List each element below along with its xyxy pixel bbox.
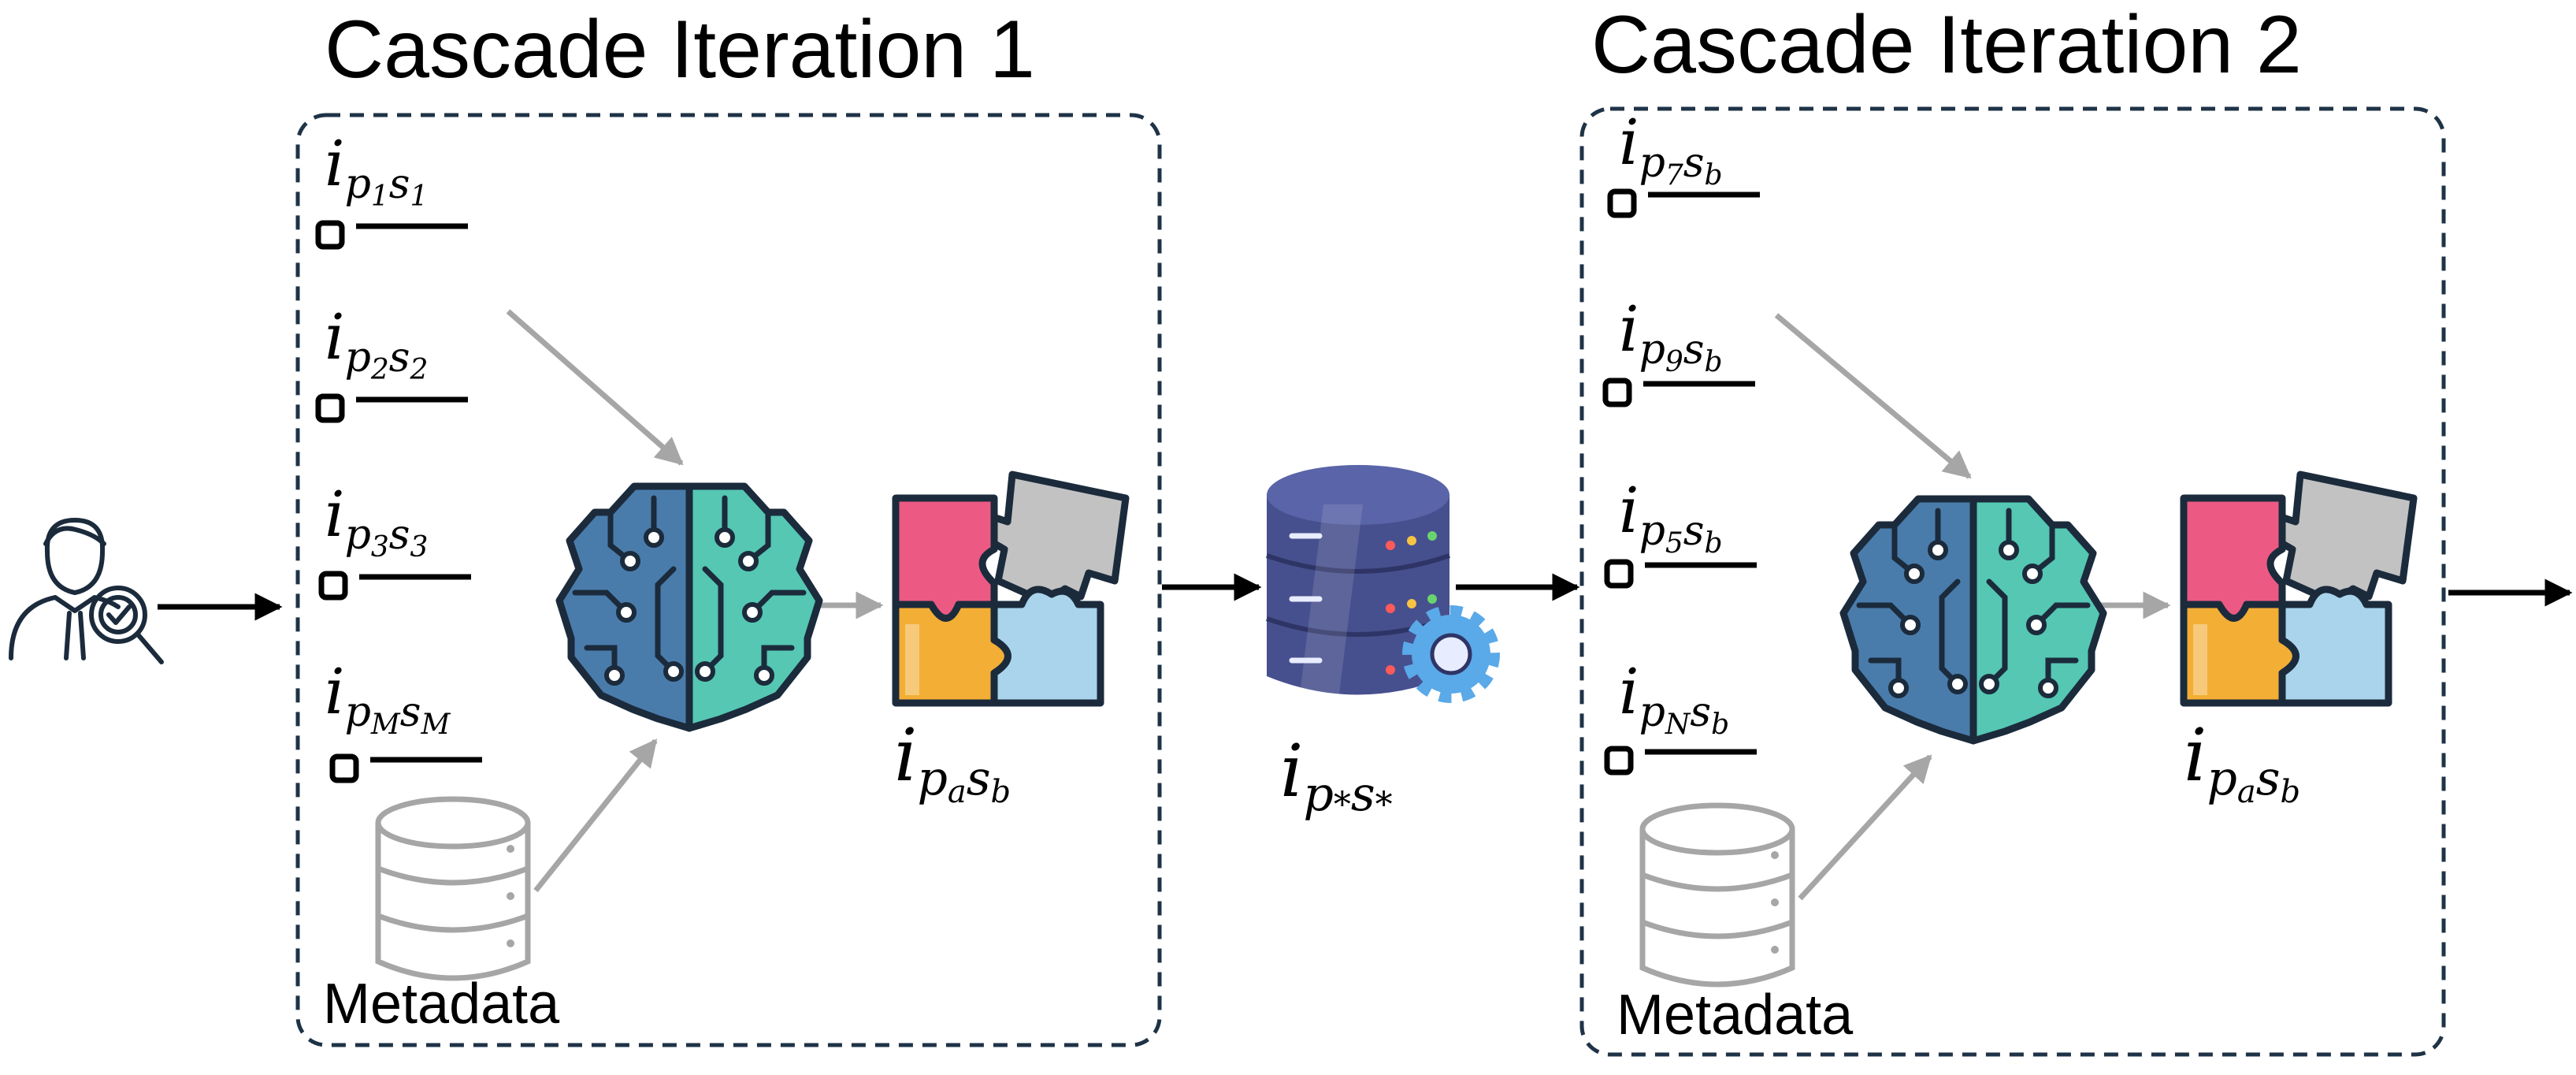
iteration-1-box xyxy=(295,113,1162,1047)
brain-circuit-icon xyxy=(1843,499,2103,741)
database-label: ip*s* xyxy=(1280,729,1393,825)
output-label: ipasb xyxy=(2184,713,2300,810)
metadata-database-icon xyxy=(1642,805,1792,984)
candidate-list-1: ip1s1 ip2s2 ip3s3 ipMsM xyxy=(318,127,482,780)
checkbox-icon xyxy=(1607,749,1757,772)
puzzle-icon xyxy=(2184,474,2414,703)
item-label: ipNsb xyxy=(1619,655,1729,741)
brain-circuit-icon xyxy=(559,486,819,728)
output-label: ipasb xyxy=(894,713,1011,810)
item-label: ip2s2 xyxy=(325,300,428,386)
candidate-list-2: ip7sb ip9sb ip5sb ipNsb xyxy=(1605,106,1760,772)
metadata-database-icon xyxy=(378,799,528,978)
item-label: ip9sb xyxy=(1619,292,1723,378)
checkbox-icon xyxy=(332,757,482,780)
gear-icon xyxy=(1402,605,1500,703)
iteration-1-title: Cascade Iteration 1 xyxy=(325,4,1035,95)
metadata-label: Metadata xyxy=(1616,984,1854,1047)
iteration-1: Cascade Iteration 1 ip1s1 ip2s2 ip3s3 ip… xyxy=(295,4,1162,1047)
puzzle-icon xyxy=(896,474,1126,703)
checkbox-icon xyxy=(1610,192,1760,215)
checkbox-icon xyxy=(1607,562,1757,586)
checkbox-icon xyxy=(1605,381,1755,404)
item-label: ip5sb xyxy=(1619,474,1723,560)
user-search-icon xyxy=(9,518,164,664)
metadata-label: Metadata xyxy=(323,973,560,1036)
flow-arrows xyxy=(158,573,2573,621)
item-label: ip1s1 xyxy=(325,127,428,213)
iteration-2-title: Cascade Iteration 2 xyxy=(1591,0,2302,91)
iteration-2-box xyxy=(1579,106,2446,1057)
iteration-2: Cascade Iteration 2 ip7sb ip9sb ip5sb ip… xyxy=(1579,0,2446,1057)
checkbox-icon xyxy=(318,223,468,247)
item-label: ip3s3 xyxy=(325,478,428,564)
item-label: ipMsM xyxy=(325,655,451,741)
item-label: ip7sb xyxy=(1619,106,1723,192)
checkbox-icon xyxy=(318,396,468,420)
gray-arrows-2 xyxy=(1774,313,2171,901)
checkbox-icon xyxy=(321,574,471,597)
gray-arrows-1 xyxy=(506,309,884,893)
